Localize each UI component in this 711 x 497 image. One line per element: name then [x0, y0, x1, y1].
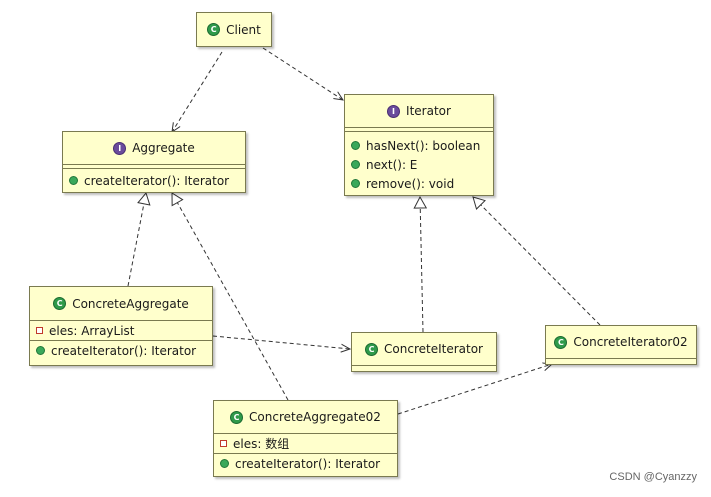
- watermark: CSDN @Cyanzzy: [609, 471, 697, 483]
- aggregate-methods: createIterator(): Iterator: [63, 168, 245, 190]
- method-signature: createIterator(): Iterator: [84, 173, 230, 188]
- field-row: eles: ArrayList: [30, 321, 212, 340]
- iterator-methods: hasNext(): boolean next(): E remove(): v…: [345, 131, 493, 193]
- method-row: hasNext(): boolean: [345, 136, 493, 155]
- aggregate-interface[interactable]: I Aggregate createIterator(): Iterator: [62, 131, 246, 193]
- dep-client-aggregate: [172, 51, 223, 132]
- class-name: ConcreteAggregate: [72, 296, 189, 311]
- method-signature: next(): E: [366, 157, 418, 172]
- concrete-aggregate-header: C ConcreteAggregate: [30, 287, 212, 321]
- concrete-aggregate02-header: C ConcreteAggregate02: [214, 401, 397, 434]
- class-icon: C: [554, 335, 568, 349]
- method-signature: createIterator(): Iterator: [51, 343, 197, 358]
- field-signature: eles: ArrayList: [49, 323, 135, 338]
- concrete-aggregate-fields: eles: ArrayList: [30, 321, 212, 340]
- method-signature: hasNext(): boolean: [366, 138, 481, 153]
- class-icon: C: [53, 297, 67, 310]
- method-row: next(): E: [345, 155, 493, 174]
- private-field-icon: [36, 327, 43, 334]
- dep-client-iterator: [262, 47, 343, 100]
- interface-icon: I: [387, 104, 401, 118]
- concrete-aggregate02-methods: createIterator(): Iterator: [214, 453, 397, 473]
- class-icon: C: [365, 342, 379, 356]
- method-row: createIterator(): Iterator: [30, 341, 212, 360]
- aggregate-interface-header: I Aggregate: [63, 132, 245, 165]
- class-icon: C: [230, 410, 244, 424]
- public-method-icon: [351, 160, 360, 169]
- field-signature: eles: 数组: [233, 437, 290, 451]
- method-row: createIterator(): Iterator: [214, 454, 397, 473]
- interface-name: Aggregate: [132, 141, 195, 155]
- interface-icon: I: [113, 141, 127, 155]
- concrete-aggregate-methods: createIterator(): Iterator: [30, 340, 212, 360]
- concrete-aggregate02-class[interactable]: C ConcreteAggregate02 eles: 数组 createIte…: [213, 400, 398, 477]
- impl-concreteaggregate02-aggregate: [171, 192, 289, 401]
- concrete-iterator02-class[interactable]: C ConcreteIterator02: [545, 325, 697, 365]
- method-signature: createIterator(): Iterator: [235, 456, 381, 471]
- public-method-icon: [351, 179, 360, 188]
- client-class-header: C Client: [197, 13, 271, 46]
- class-name: Client: [226, 22, 261, 37]
- public-method-icon: [351, 141, 360, 150]
- method-signature: remove(): void: [366, 176, 455, 191]
- iterator-interface[interactable]: I Iterator hasNext(): boolean next(): E …: [344, 94, 494, 196]
- class-icon: C: [207, 23, 221, 36]
- public-method-icon: [36, 346, 45, 355]
- dep-concreteaggregate-concreteiterator: [212, 335, 350, 349]
- public-method-icon: [220, 459, 229, 468]
- public-method-icon: [69, 176, 78, 185]
- class-name: ConcreteIterator: [384, 342, 483, 356]
- concrete-iterator02-header: C ConcreteIterator02: [546, 326, 696, 359]
- impl-concreteiterator02-iterator: [472, 196, 601, 326]
- dep-concreteaggregate02-concreteiterator02: [397, 364, 552, 415]
- concrete-iterator-class[interactable]: C ConcreteIterator: [351, 332, 497, 372]
- private-field-icon: [220, 440, 227, 447]
- concrete-aggregate02-fields: eles: 数组: [214, 434, 397, 453]
- method-row: remove(): void: [345, 174, 493, 193]
- interface-name: Iterator: [406, 104, 451, 118]
- client-class[interactable]: C Client: [196, 12, 272, 47]
- impl-concreteiterator-iterator: [413, 195, 428, 333]
- impl-concreteaggregate-aggregate: [127, 191, 151, 287]
- iterator-interface-header: I Iterator: [345, 95, 493, 128]
- concrete-aggregate-class[interactable]: C ConcreteAggregate eles: ArrayList crea…: [29, 286, 213, 366]
- class-name: ConcreteIterator02: [573, 335, 688, 349]
- field-row: eles: 数组: [214, 434, 397, 453]
- concrete-iterator-header: C ConcreteIterator: [352, 333, 496, 366]
- method-row: createIterator(): Iterator: [63, 171, 245, 190]
- class-name: ConcreteAggregate02: [249, 410, 381, 424]
